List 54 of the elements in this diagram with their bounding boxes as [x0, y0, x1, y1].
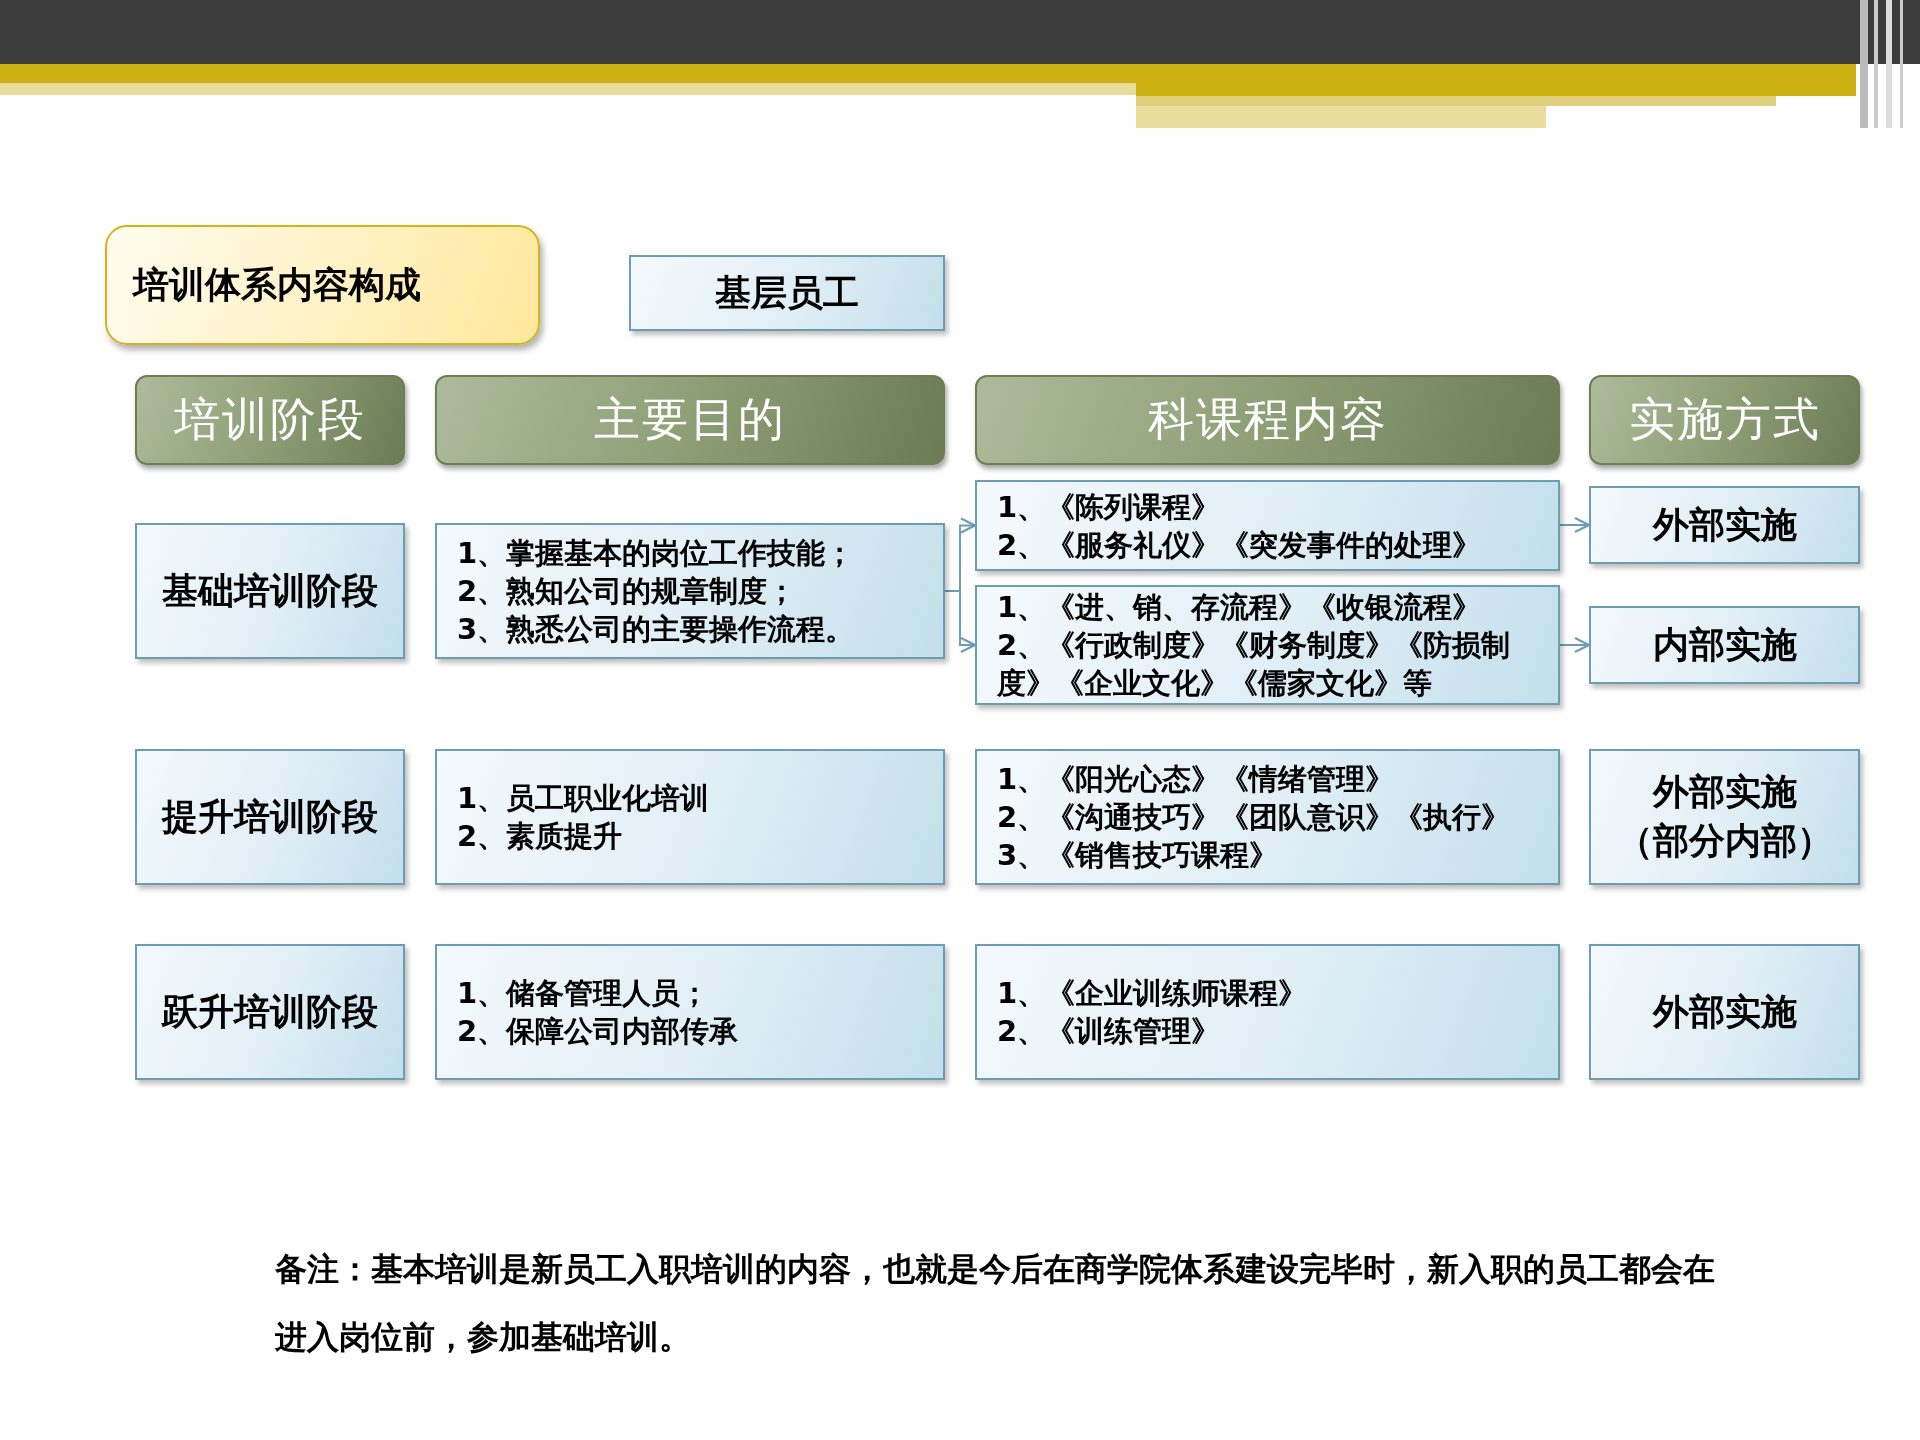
- method-label: 内部实施: [1652, 622, 1797, 667]
- column-header: [435, 375, 945, 465]
- list-item: 1、掌握基本的岗位工作技能；: [457, 535, 856, 572]
- list-item: 2、熟知公司的规章制度；: [457, 573, 798, 610]
- list-item: 2、素质提升: [457, 818, 624, 855]
- method-box: [1589, 749, 1860, 885]
- arrow: [1559, 516, 1591, 534]
- stage-label: 提升培训阶段: [162, 794, 378, 839]
- arrow: [944, 590, 977, 654]
- stage-box: [135, 944, 405, 1080]
- list-item: 2、《服务礼仪》《突发事件的处理》: [997, 526, 1483, 564]
- header-label: 科课程内容: [1147, 391, 1388, 448]
- purpose-box: [435, 749, 945, 885]
- method-label: 外部实施: [1652, 502, 1797, 547]
- header-label: 培训阶段: [174, 391, 366, 448]
- list-item: 1、储备管理人员；: [457, 975, 711, 1012]
- group-label: 基层员工: [715, 270, 859, 315]
- list-item: 1、《企业训练师课程》: [997, 975, 1309, 1012]
- note-text: 备注：基本培训是新员工入职培训的内容，也就是今后在商学院体系建设完毕时，新入职的员工都会在进入岗位前，参加基础培训。: [275, 1249, 1716, 1358]
- list-item: 2、《训练管理》: [997, 1013, 1222, 1050]
- course-box: [975, 944, 1560, 1080]
- list-item: 3、熟悉公司的主要操作流程。: [457, 611, 856, 648]
- group-box: [629, 255, 945, 331]
- list-item: 1、员工职业化培训: [457, 780, 711, 817]
- title-text: 培训体系内容构成: [133, 262, 422, 307]
- header-label: 实施方式: [1628, 391, 1821, 448]
- method-label: 外部实施: [1652, 989, 1797, 1034]
- method-label: （部分内部）: [1616, 819, 1833, 863]
- purpose-box: [435, 944, 945, 1080]
- method-label: 外部实施: [1652, 770, 1797, 814]
- stage-label: 基础培训阶段: [162, 568, 378, 613]
- column-header: [1589, 375, 1860, 465]
- column-header: [135, 375, 405, 465]
- stage-box: [135, 749, 405, 885]
- column-header: [975, 375, 1560, 465]
- course-box: [975, 585, 1560, 705]
- list-item: 1、《陈列课程》: [997, 488, 1222, 526]
- list-item: 1、《阳光心态》《情绪管理》: [997, 761, 1396, 798]
- title-box: [105, 225, 540, 345]
- list-item: 2、保障公司内部传承: [457, 1013, 740, 1050]
- header-label: 主要目的: [594, 391, 786, 448]
- stage-box: [135, 523, 405, 659]
- list-item: 2、《行政制度》《财务制度》《防损制度》《企业文化》《儒家文化》等: [997, 627, 1512, 702]
- list-item: 2、《沟通技巧》《团队意识》《执行》: [997, 799, 1512, 836]
- course-box: [975, 749, 1560, 885]
- list-item: 1、《进、销、存流程》《收银流程》: [997, 589, 1483, 626]
- method-box: [1589, 606, 1860, 684]
- purpose-box: [435, 523, 945, 659]
- list-item: 3、《销售技巧课程》: [997, 837, 1280, 874]
- arrow: [1559, 636, 1591, 654]
- course-box: [975, 480, 1560, 571]
- stage-label: 跃升培训阶段: [162, 989, 378, 1034]
- method-box: [1589, 944, 1860, 1080]
- method-box: [1589, 486, 1860, 564]
